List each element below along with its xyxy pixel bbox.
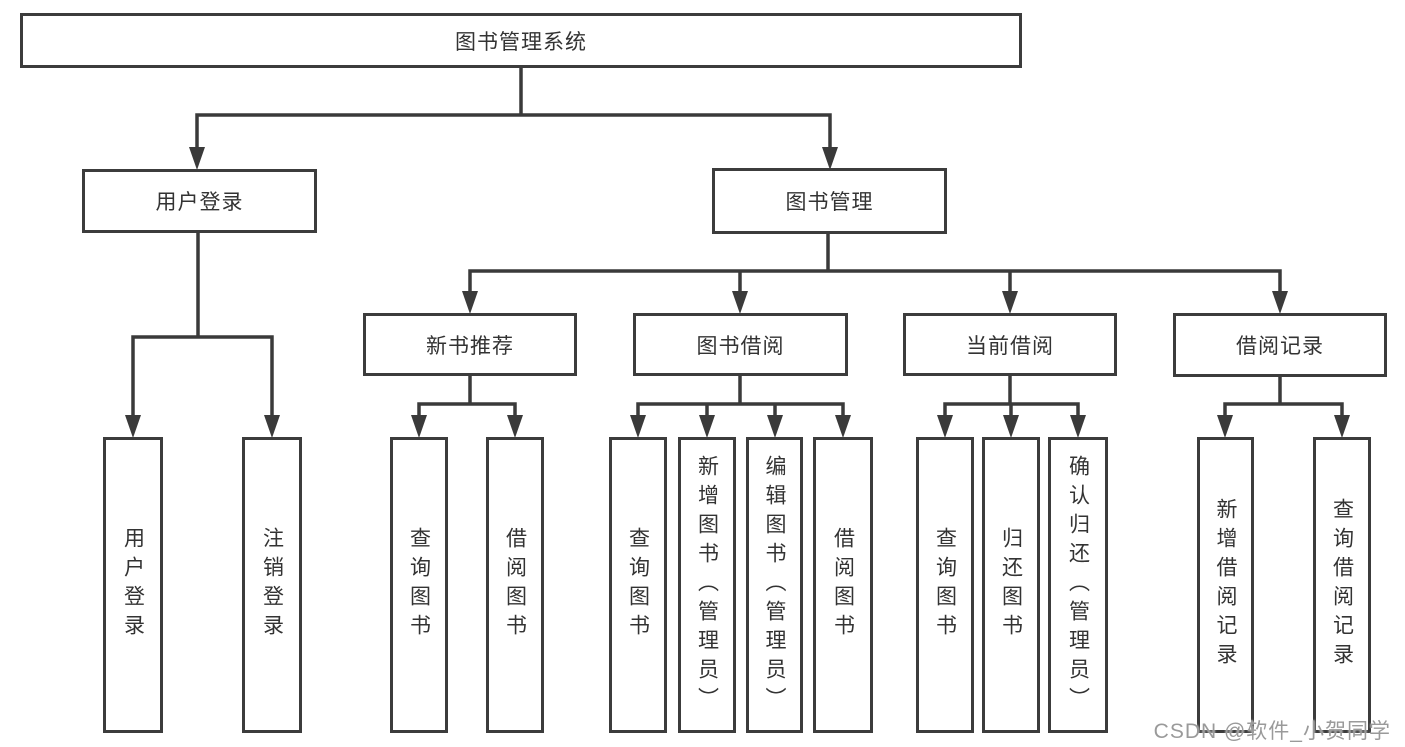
node-current-borrow-label: 当前借阅 (966, 334, 1054, 358)
leaf-query-books-current: 查询图书 (916, 437, 974, 733)
node-book-borrow: 图书借阅 (633, 313, 848, 376)
arrow-icon (189, 147, 205, 170)
leaf-logout-label: 注销登录 (260, 527, 284, 643)
arrow-icon (1217, 415, 1233, 438)
leaf-user-login-label: 用户登录 (121, 527, 145, 643)
leaf-borrow-books-recommend-label: 借阅图书 (503, 527, 527, 643)
arrow-icon (1002, 291, 1018, 314)
node-book-management: 图书管理 (712, 168, 947, 234)
leaf-query-books-borrow: 查询图书 (609, 437, 667, 733)
node-new-book-recommend-label: 新书推荐 (426, 334, 514, 358)
node-root-label: 图书管理系统 (455, 30, 587, 54)
leaf-logout: 注销登录 (242, 437, 302, 733)
arrow-icon (835, 415, 851, 438)
leaf-borrow-books: 借阅图书 (813, 437, 873, 733)
leaf-return-book: 归还图书 (982, 437, 1040, 733)
node-user-login-label: 用户登录 (155, 191, 244, 214)
leaf-query-books-borrow-label: 查询图书 (626, 527, 650, 643)
leaf-query-books-recommend: 查询图书 (390, 437, 448, 733)
arrow-icon (767, 415, 783, 438)
leaf-return-book-label: 归还图书 (999, 527, 1023, 643)
arrow-icon (937, 415, 953, 438)
leaf-edit-book-admin-label: 编辑图书（管理员） (763, 454, 786, 716)
arrow-icon (462, 291, 478, 314)
arrow-icon (630, 415, 646, 438)
leaf-query-books-recommend-label: 查询图书 (407, 527, 431, 643)
arrow-icon (264, 415, 280, 438)
arrow-icon (732, 291, 748, 314)
node-borrow-records: 借阅记录 (1173, 313, 1387, 377)
node-user-login: 用户登录 (82, 169, 317, 233)
leaf-query-borrow-record-label: 查询借阅记录 (1330, 498, 1354, 672)
leaf-add-borrow-record-label: 新增借阅记录 (1214, 498, 1237, 672)
leaf-confirm-return-admin: 确认归还（管理员） (1048, 437, 1108, 733)
arrow-icon (822, 147, 838, 170)
node-book-management-label: 图书管理 (785, 191, 874, 214)
leaf-borrow-books-label: 借阅图书 (831, 527, 855, 643)
node-new-book-recommend: 新书推荐 (363, 313, 577, 376)
arrowheads (125, 147, 1350, 438)
csdn-watermark: CSDN @软件_小贺同学 (1153, 720, 1391, 743)
arrow-icon (411, 415, 427, 438)
arrow-icon (125, 415, 141, 438)
leaf-add-book-admin: 新增图书（管理员） (678, 437, 736, 733)
leaf-user-login: 用户登录 (103, 437, 163, 733)
arrow-icon (507, 415, 523, 438)
leaf-add-book-admin-label: 新增图书（管理员） (695, 454, 719, 716)
arrow-icon (1003, 415, 1019, 438)
node-current-borrow: 当前借阅 (903, 313, 1117, 376)
leaf-add-borrow-record: 新增借阅记录 (1197, 437, 1254, 733)
leaf-edit-book-admin: 编辑图书（管理员） (746, 437, 803, 733)
connector-path (131, 68, 1344, 419)
arrow-icon (1272, 291, 1288, 314)
node-borrow-records-label: 借阅记录 (1236, 335, 1324, 358)
leaf-query-books-current-label: 查询图书 (933, 527, 957, 643)
node-book-borrow-label: 图书借阅 (696, 334, 785, 358)
node-root: 图书管理系统 (20, 13, 1022, 68)
leaf-confirm-return-admin-label: 确认归还（管理员） (1066, 454, 1090, 716)
leaf-borrow-books-recommend: 借阅图书 (486, 437, 544, 733)
arrow-icon (699, 415, 715, 438)
leaf-query-borrow-record: 查询借阅记录 (1313, 437, 1371, 733)
arrow-icon (1334, 415, 1350, 438)
arrow-icon (1070, 415, 1086, 438)
